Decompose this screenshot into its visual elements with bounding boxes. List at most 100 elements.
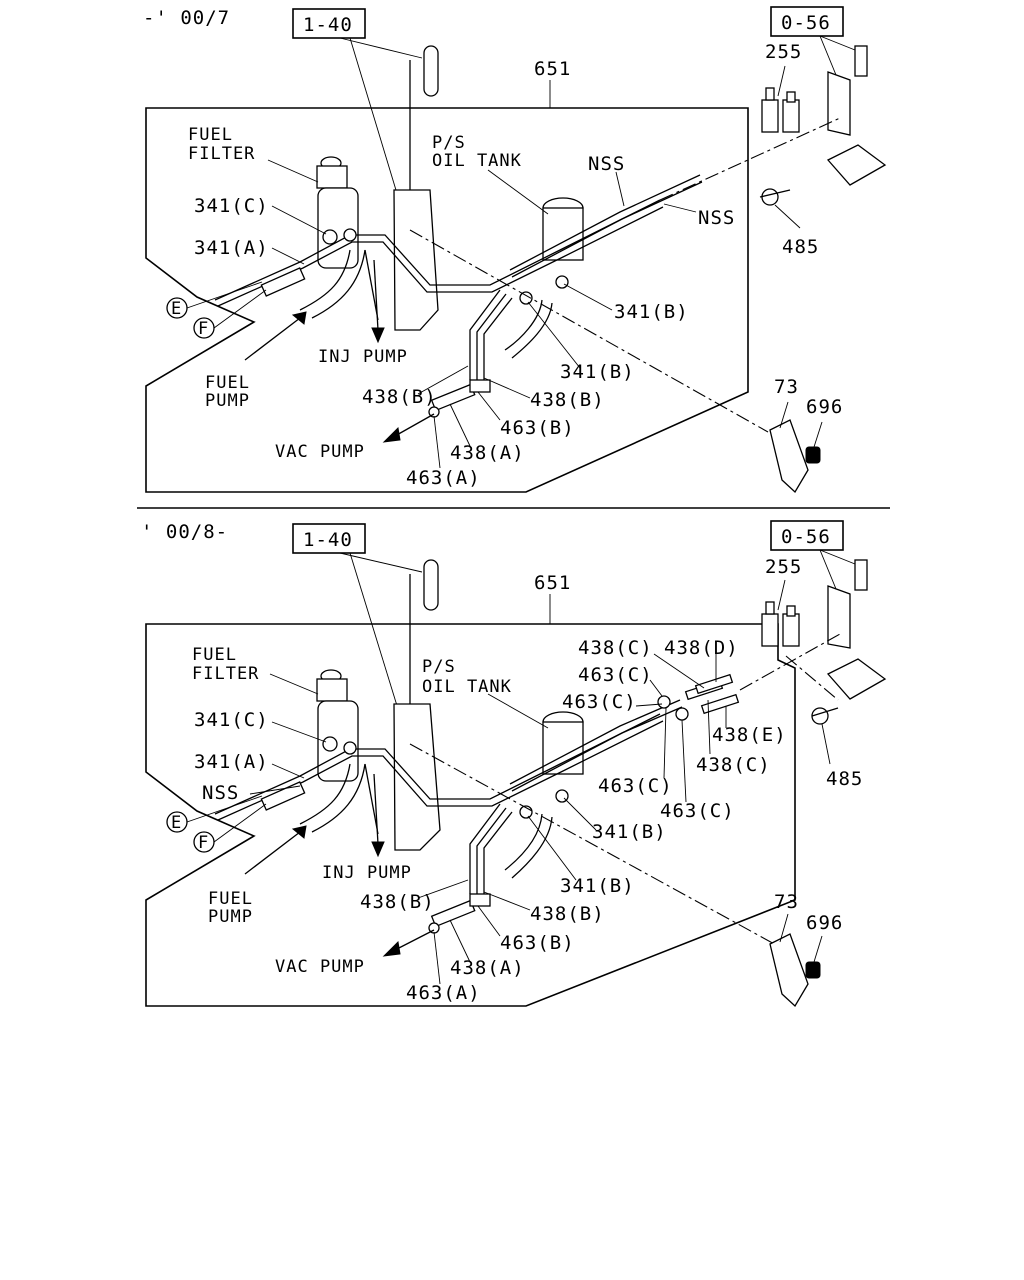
ref-box-0-56[interactable]	[770, 6, 844, 37]
label-vac-pump: VAC PUMP	[275, 957, 365, 977]
leader-line	[487, 169, 549, 215]
fuel-filter-body	[317, 187, 359, 269]
vac-pipe	[483, 811, 513, 894]
fitting-438e	[700, 693, 740, 715]
leader-line	[449, 919, 471, 963]
vac-pipe	[476, 293, 507, 380]
leader-line	[433, 415, 441, 469]
label-fuel-filter-2: FILTER	[188, 144, 255, 164]
ref-box-1-40[interactable]	[292, 523, 366, 554]
label-vac-pump: VAC PUMP	[275, 442, 365, 462]
label-255: 255	[765, 556, 802, 578]
fitting-463c	[657, 695, 671, 709]
label-463c-3: 463(C)	[598, 775, 673, 797]
label-438b-2: 438(B)	[530, 903, 605, 925]
fuel-pipe	[217, 720, 664, 821]
fuel-filter-head	[316, 678, 348, 702]
leader-line	[707, 699, 711, 755]
hose-clamp	[260, 267, 306, 297]
label-463b: 463(B)	[500, 417, 575, 439]
vac-pipe	[469, 803, 501, 894]
date-label: -' 00/7	[143, 7, 230, 29]
arrow-head	[371, 841, 385, 858]
leader-line	[271, 763, 305, 779]
leader-line	[563, 797, 597, 831]
arrow-head	[291, 311, 307, 325]
mount-plate	[826, 144, 887, 186]
label-ps-oil-tank-2: OIL TANK	[432, 151, 522, 171]
leader-line	[821, 723, 831, 765]
hose-curve	[504, 299, 543, 351]
label-341a: 341(A)	[194, 237, 269, 259]
leader-line	[819, 549, 861, 567]
label-463a: 463(A)	[406, 982, 481, 1004]
inj-pump-line	[364, 763, 379, 835]
mount-plate	[826, 658, 887, 700]
clamp-341c	[322, 229, 338, 245]
label-438a: 438(A)	[450, 957, 525, 979]
label-485: 485	[826, 768, 863, 790]
hose-end	[423, 559, 439, 611]
centerline	[659, 117, 841, 201]
arrow-vac-pump	[394, 413, 435, 437]
leader-line	[663, 707, 667, 779]
leader-line	[249, 785, 301, 795]
mount-bracket	[827, 71, 851, 136]
fuel-hose	[311, 763, 366, 833]
leader-line	[483, 377, 531, 399]
circle-label-e: E	[171, 813, 182, 833]
fuel-pipe	[511, 181, 703, 278]
leader-line	[779, 401, 789, 429]
label-463c-2: 463(C)	[562, 691, 637, 713]
circle-label-f: F	[198, 833, 209, 853]
label-341b-1: 341(B)	[614, 301, 689, 323]
bolt	[854, 559, 868, 591]
valve-255	[761, 613, 779, 647]
fuel-pipe	[217, 206, 664, 307]
inj-pump-line	[364, 249, 379, 321]
label-438c-2: 438(C)	[696, 754, 771, 776]
valve-nozzle	[765, 601, 775, 615]
bolt-shaft	[811, 707, 839, 717]
bolt-shaft	[759, 189, 791, 198]
leader-line	[777, 579, 786, 611]
hose-curve	[511, 816, 553, 879]
label-fuel-pump-2: PUMP	[208, 907, 253, 927]
fuel-pipe	[214, 199, 661, 301]
label-fuel-filter-1: FUEL	[192, 645, 237, 665]
bracket-73	[769, 933, 809, 1008]
leader-line	[527, 301, 581, 369]
ref-label-1-40: 1-40	[303, 14, 353, 36]
label-inj-pump: INJ PUMP	[322, 863, 412, 883]
label-73: 73	[774, 891, 799, 913]
leader-line	[271, 247, 305, 265]
arrow-head	[291, 825, 307, 839]
label-341b-2: 341(B)	[560, 875, 635, 897]
label-341b-1: 341(B)	[592, 821, 667, 843]
leader-line	[339, 37, 423, 59]
vac-pipe	[476, 807, 507, 894]
label-438e: 438(E)	[712, 724, 787, 746]
label-696: 696	[806, 912, 843, 934]
bolt-485	[811, 707, 829, 725]
leader-line	[269, 673, 319, 695]
bolt-485	[761, 188, 779, 206]
label-463c-4: 463(C)	[660, 800, 735, 822]
label-485: 485	[782, 236, 819, 258]
circle-label-e: E	[171, 299, 182, 319]
leader-line	[487, 693, 549, 729]
leader-line	[779, 913, 789, 943]
section-top: -' 00/7 1-40 0-56	[143, 6, 887, 494]
leader-line	[777, 65, 786, 97]
leader-line	[271, 721, 327, 743]
fuel-pipe	[509, 174, 701, 271]
fitting-438d	[694, 673, 734, 695]
valve-nozzle	[786, 91, 796, 103]
leader-line	[271, 205, 327, 235]
ref-box-0-56[interactable]	[770, 520, 844, 551]
leader-line	[213, 803, 267, 843]
ref-box-1-40[interactable]	[292, 8, 366, 39]
fuel-hose	[299, 249, 351, 311]
